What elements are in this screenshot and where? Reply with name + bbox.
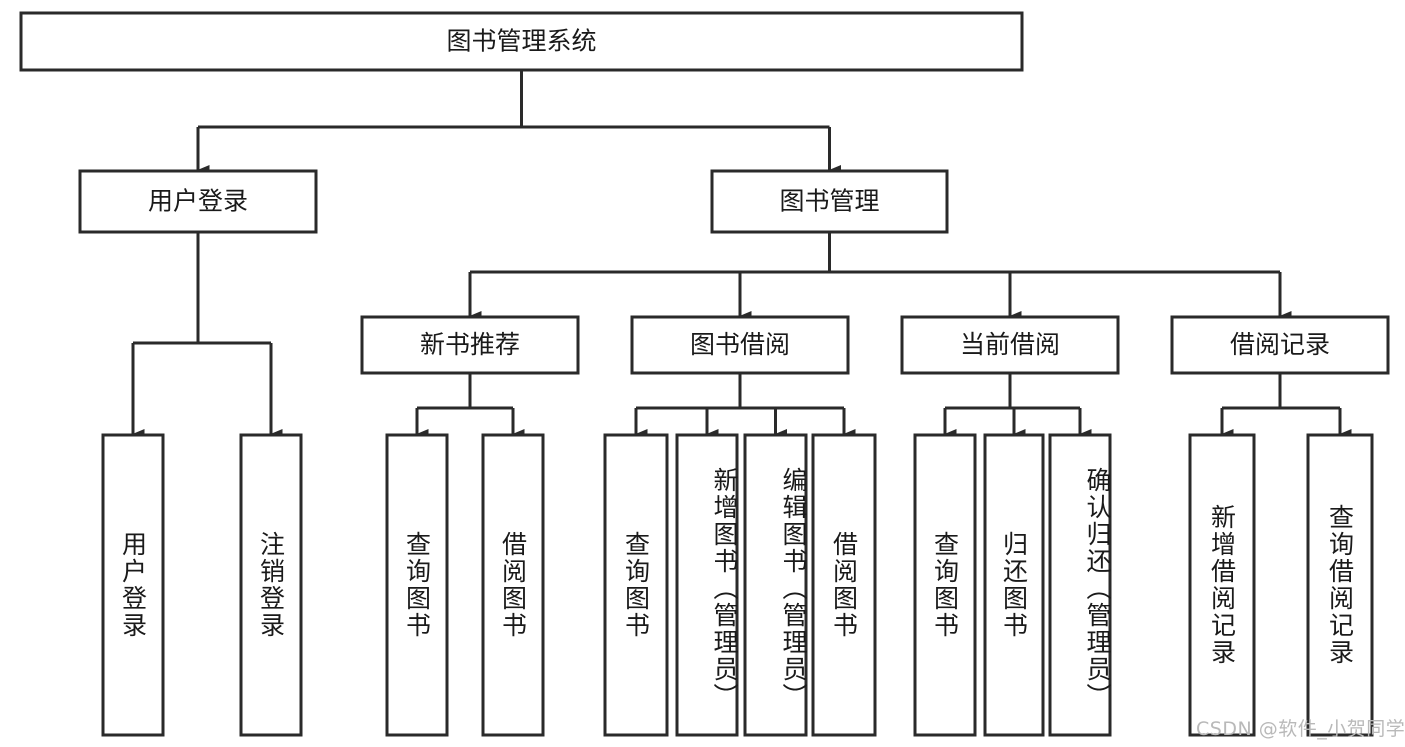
node-box-node-book-manage[interactable]	[710, 169, 949, 234]
node-box-leaf-query-book-3[interactable]	[913, 433, 977, 737]
node-box-leaf-user-logout[interactable]	[239, 433, 303, 737]
node-box-node-current-borrow[interactable]	[900, 315, 1120, 375]
node-label-node-book-manage: 图书管理	[779, 187, 879, 216]
node-box-leaf-add-book[interactable]	[675, 433, 739, 737]
boxes-layer	[19, 11, 1390, 737]
node-box-root-system[interactable]	[19, 11, 1024, 72]
node-label-node-new-book-recommend: 新书推荐	[420, 330, 520, 359]
node-box-leaf-confirm-return[interactable]	[1048, 433, 1112, 737]
node-box-leaf-user-login[interactable]	[101, 433, 165, 737]
node-box-leaf-borrow-book-2[interactable]	[811, 433, 877, 737]
node-box-leaf-edit-book[interactable]	[743, 433, 808, 737]
node-label-node-user-login: 用户登录	[148, 187, 248, 216]
node-box-node-book-borrow[interactable]	[630, 315, 850, 375]
csdn-watermark: CSDN @软件_小贺同学	[1196, 718, 1405, 740]
node-box-node-user-login[interactable]	[78, 169, 318, 234]
node-label-node-borrow-record: 借阅记录	[1230, 330, 1330, 359]
node-box-leaf-borrow-book-1[interactable]	[481, 433, 545, 737]
node-box-node-borrow-record[interactable]	[1170, 315, 1390, 375]
node-box-node-new-book-recommend[interactable]	[360, 315, 580, 375]
node-box-leaf-query-borrow-record[interactable]	[1306, 433, 1374, 737]
node-label-node-current-borrow: 当前借阅	[960, 330, 1060, 359]
connectors-layer	[131, 70, 1352, 439]
node-label-root-system: 图书管理系统	[446, 27, 596, 56]
node-label-node-book-borrow: 图书借阅	[690, 330, 790, 359]
node-box-leaf-query-book-2[interactable]	[603, 433, 669, 737]
node-box-leaf-add-borrow-record[interactable]	[1188, 433, 1256, 737]
node-box-leaf-query-book-1[interactable]	[385, 433, 449, 737]
node-box-leaf-return-book[interactable]	[983, 433, 1045, 737]
